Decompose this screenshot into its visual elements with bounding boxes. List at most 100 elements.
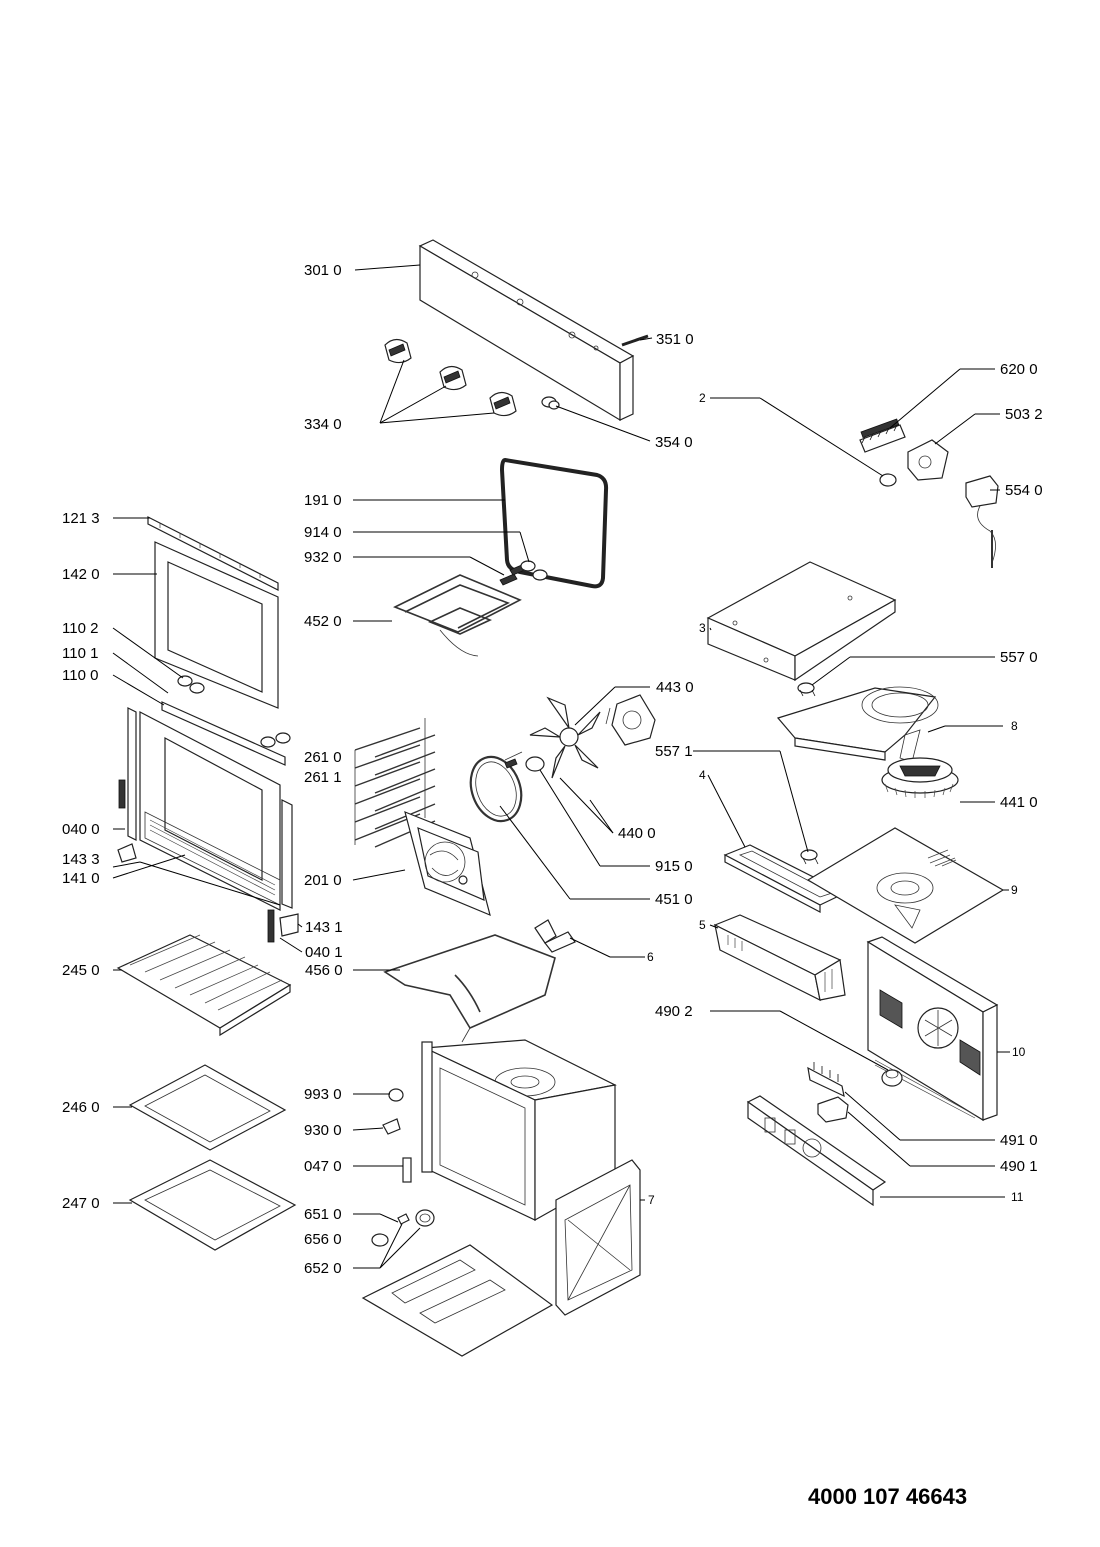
- label-142-0: 142 0: [62, 566, 100, 583]
- circular-element: [469, 751, 523, 823]
- element-bracket: [534, 919, 576, 953]
- door-catch: [402, 1157, 412, 1183]
- label-620-0: 620 0: [1000, 361, 1038, 378]
- fan-housing: [776, 686, 939, 763]
- oven-cavity: [421, 1039, 617, 1222]
- label-452-0: 452 0: [304, 613, 342, 630]
- small-knob: [879, 473, 897, 487]
- wire-shelf: [116, 934, 292, 1037]
- shelf-supports: [354, 718, 436, 848]
- label-656-0: 656 0: [304, 1231, 342, 1248]
- label-456-0: 456 0: [305, 962, 343, 979]
- label-354-0: 354 0: [655, 434, 693, 451]
- terminal-strip: [807, 1062, 845, 1098]
- label-914-0: 914 0: [304, 524, 342, 541]
- label-932-0: 932 0: [304, 549, 342, 566]
- indicator-lamp: [541, 396, 560, 410]
- inner-glass: [154, 541, 279, 709]
- label-334-0: 334 0: [304, 416, 342, 433]
- selector-switch: [907, 439, 949, 481]
- label-047-0: 047 0: [304, 1158, 342, 1175]
- element-bushings: [499, 560, 548, 586]
- label-651-0: 651 0: [304, 1206, 342, 1223]
- label-5: 5: [699, 918, 706, 932]
- rear-knob: [881, 1069, 903, 1087]
- door-side-profiles: [127, 707, 293, 909]
- rear-panel: [866, 936, 999, 1122]
- label-191-0: 191 0: [304, 492, 342, 509]
- label-201-0: 201 0: [304, 872, 342, 889]
- leader-lines: [112, 264, 1010, 1269]
- label-993-0: 993 0: [304, 1086, 342, 1103]
- label-441-0: 441 0: [1000, 794, 1038, 811]
- deep-pan: [128, 1159, 297, 1251]
- control-panel: [418, 239, 635, 422]
- part-labels: 301 0 351 0 334 0 354 0 620 0 503 2 554 …: [62, 262, 1043, 1277]
- safety-thermostat-lower: [800, 849, 819, 865]
- label-6: 6: [647, 950, 654, 964]
- label-143-1: 143 1: [305, 919, 343, 936]
- clip: [382, 1118, 401, 1135]
- label-110-2: 110 2: [62, 620, 98, 637]
- rear-cover: [706, 561, 897, 682]
- top-plate: [806, 827, 1005, 944]
- label-491-0: 491 0: [1000, 1132, 1038, 1149]
- fan-motor: [605, 694, 656, 746]
- label-7: 7: [648, 1193, 655, 1207]
- control-knobs: [384, 338, 517, 417]
- label-451-0: 451 0: [655, 891, 693, 908]
- label-110-1: 110 1: [62, 645, 98, 662]
- label-557-0: 557 0: [1000, 649, 1038, 666]
- label-652-0: 652 0: [304, 1260, 342, 1277]
- fan-cover: [404, 811, 491, 917]
- grill-element: [393, 574, 522, 657]
- bottom-panel: [361, 1244, 554, 1357]
- label-245-0: 245 0: [62, 962, 100, 979]
- mounting-plate: [746, 1095, 887, 1207]
- outer-door: [139, 701, 286, 911]
- hinge-spacers: [177, 675, 291, 748]
- lamp-holder: [388, 1088, 404, 1102]
- label-930-0: 930 0: [304, 1122, 342, 1139]
- label-11: 11: [1011, 1190, 1024, 1204]
- lamp-cover: [415, 1209, 435, 1227]
- baking-tray: [128, 1064, 287, 1151]
- lamp-glass: [371, 1233, 389, 1247]
- label-503-2: 503 2: [1005, 406, 1043, 423]
- label-261-1: 261 1: [304, 769, 342, 786]
- rod-part: [621, 334, 649, 347]
- label-351-0: 351 0: [656, 331, 694, 348]
- label-110-0: 110 0: [62, 667, 98, 684]
- lower-element: [383, 934, 556, 1043]
- label-301-0: 301 0: [304, 262, 342, 279]
- label-247-0: 247 0: [62, 1195, 100, 1212]
- lamp-socket: [397, 1213, 410, 1225]
- label-121-3: 121 3: [62, 510, 100, 527]
- label-440-0: 440 0: [618, 825, 656, 842]
- label-3: 3: [699, 621, 706, 635]
- label-246-0: 246 0: [62, 1099, 100, 1116]
- label-443-0: 443 0: [656, 679, 694, 696]
- label-557-1: 557 1: [655, 743, 693, 760]
- side-channel: [713, 914, 846, 1002]
- label-141-0: 141 0: [62, 870, 100, 887]
- label-040-0: 040 0: [62, 821, 100, 838]
- label-261-0: 261 0: [304, 749, 342, 766]
- safety-thermostat-upper: [797, 682, 816, 697]
- label-554-0: 554 0: [1005, 482, 1043, 499]
- label-9: 9: [1011, 883, 1018, 897]
- label-2: 2: [699, 391, 706, 405]
- door-hinges: [117, 779, 299, 943]
- terminal-block: [859, 418, 906, 453]
- document-number: 4000 107 46643: [808, 1484, 968, 1509]
- label-490-1: 490 1: [1000, 1158, 1038, 1175]
- door-seal: [499, 457, 609, 589]
- element-screws: [504, 758, 518, 769]
- label-040-1: 040 1: [305, 944, 343, 961]
- relay-block: [817, 1096, 849, 1123]
- side-panel: [555, 1159, 641, 1316]
- fan-blade: [529, 696, 601, 779]
- label-4: 4: [699, 768, 706, 782]
- label-490-2: 490 2: [655, 1003, 693, 1020]
